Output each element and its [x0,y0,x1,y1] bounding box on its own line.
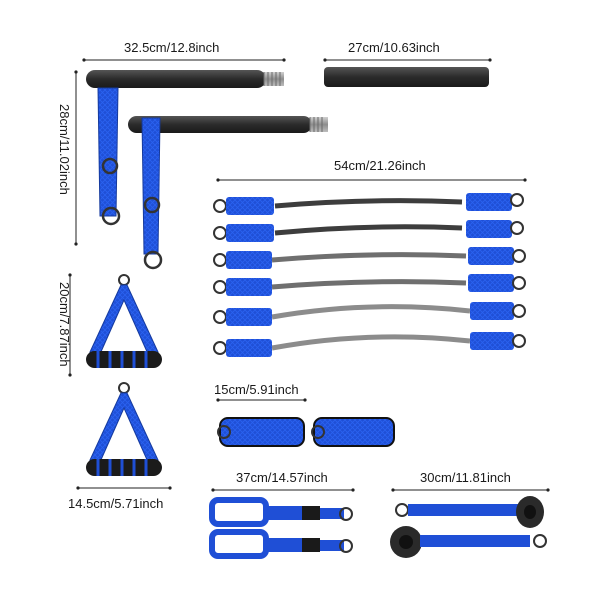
handle-bottom [86,382,162,476]
handle-width-dimension-label: 14.5cm/5.71inch [68,496,164,511]
door-anchor-dimension-label: 30cm/11.81inch [420,470,511,485]
long-bar [86,70,284,226]
long-strap-top [209,497,353,527]
band-1 [213,193,524,215]
ankle-strap-dimension-label: 15cm/5.91inch [214,382,299,397]
short-bar [128,116,328,270]
ankle-strap-left [217,417,305,447]
dimension-lines [68,58,550,492]
band-6 [213,332,526,357]
bar-long-dimension-label: 32.5cm/12.8inch [124,40,220,55]
bands-dimension-label: 54cm/21.26inch [334,158,426,173]
band-5 [213,302,526,326]
extension-bar [324,67,489,87]
band-4 [213,274,526,296]
long-strap-bottom [209,529,353,559]
long-strap-dimension-label: 37cm/14.57inch [236,470,328,485]
band-2 [213,220,524,242]
handle-top [86,274,162,368]
ankle-strap-right [311,417,395,447]
resistance-bands [213,193,526,357]
band-3 [213,247,526,269]
door-anchor-bottom [390,526,547,558]
door-anchor-top [395,496,544,528]
bar-short-dimension-label: 27cm/10.63inch [348,40,440,55]
